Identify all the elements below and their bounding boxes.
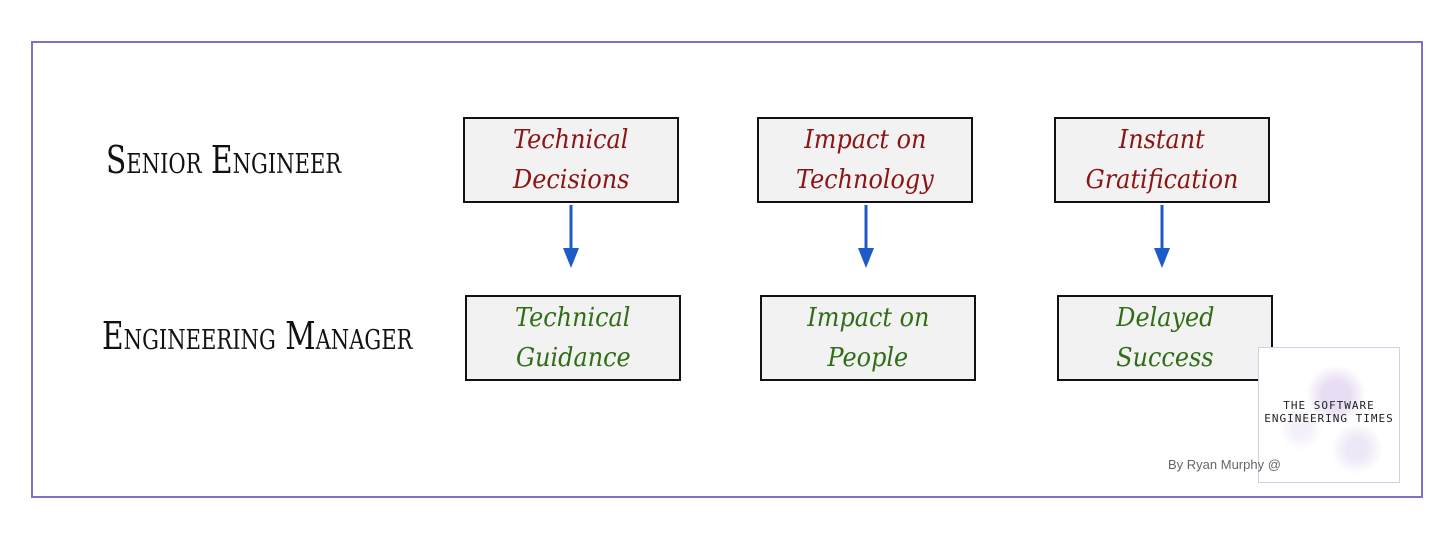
- box-impact-on-technology: Impact on Technology: [757, 117, 973, 203]
- watermark-logo: THE SOFTWARE ENGINEERING TIMES: [1258, 347, 1400, 483]
- arrow-decisions-to-guidance: [563, 205, 579, 268]
- box-impact-on-people: Impact on People: [760, 295, 976, 381]
- arrow-technology-to-people: [858, 205, 874, 268]
- box-technical-guidance: Technical Guidance: [465, 295, 681, 381]
- arrow-gratification-to-success: [1154, 205, 1170, 268]
- box-line: Delayed: [1115, 303, 1215, 333]
- box-line: Instant: [1118, 125, 1206, 155]
- box-line: Impact on: [803, 125, 927, 155]
- box-line: Guidance: [515, 343, 631, 373]
- box-line: Technology: [796, 165, 934, 195]
- box-line: Technical: [513, 125, 629, 155]
- box-line: Decisions: [512, 165, 630, 195]
- box-line: Impact on: [806, 303, 930, 333]
- box-line: People: [827, 343, 909, 373]
- watermark-line: THE SOFTWARE: [1283, 399, 1375, 412]
- box-line: Gratification: [1085, 165, 1239, 195]
- row-label-engineering-manager: Engineering Manager: [102, 314, 413, 358]
- row-label-senior-engineer: Senior Engineer: [106, 138, 342, 182]
- box-delayed-success: Delayed Success: [1057, 295, 1273, 381]
- diagram-frame: [31, 41, 1423, 498]
- watermark-line: ENGINEERING TIMES: [1264, 412, 1394, 425]
- box-line: Technical: [515, 303, 631, 333]
- box-instant-gratification: Instant Gratification: [1054, 117, 1270, 203]
- byline: By Ryan Murphy @: [1168, 457, 1281, 472]
- box-line: Success: [1116, 343, 1214, 373]
- box-technical-decisions: Technical Decisions: [463, 117, 679, 203]
